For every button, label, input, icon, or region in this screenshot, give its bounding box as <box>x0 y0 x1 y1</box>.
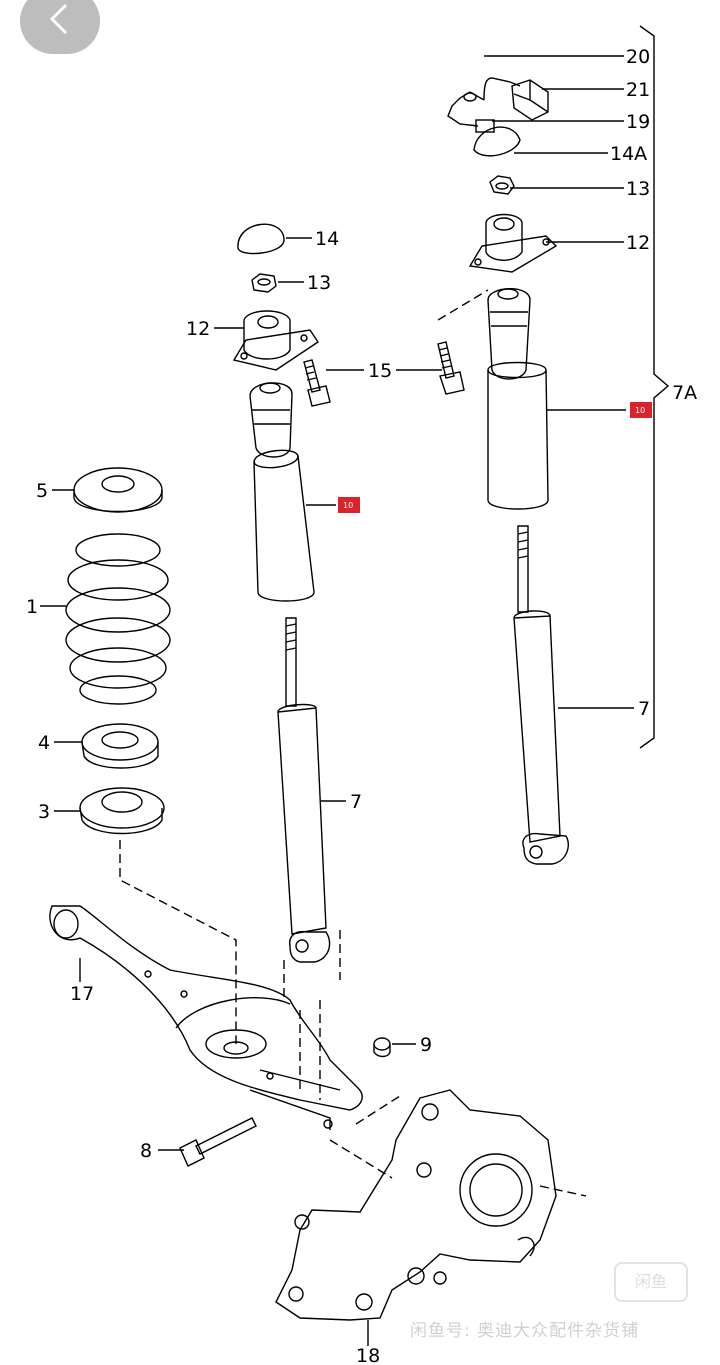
dust-boot-left <box>253 449 315 602</box>
nut-13-left <box>251 273 277 293</box>
shock-7-right <box>513 525 570 865</box>
shock-7-left <box>277 617 331 963</box>
callout-19: 19 <box>626 111 650 133</box>
callout-14: 14 <box>315 228 339 250</box>
cap-14 <box>237 223 285 255</box>
watermark-logo: 闲鱼 <box>614 1262 688 1302</box>
callout-5: 5 <box>36 480 48 502</box>
callout-7-right: 7 <box>638 698 650 720</box>
spring-seat-5 <box>73 467 163 513</box>
connector-21 <box>511 79 549 121</box>
callout-4: 4 <box>38 732 50 754</box>
bolt-15-right <box>437 341 465 395</box>
badge-10-right: 10 <box>630 402 652 418</box>
spring-pad-4 <box>81 723 159 769</box>
washer-9 <box>373 1037 391 1058</box>
mount-12-left <box>232 310 319 371</box>
callout-14A: 14A <box>610 143 647 165</box>
callout-12-right: 12 <box>626 232 650 254</box>
wheel-carrier-18 <box>275 1089 557 1321</box>
dust-boot-right <box>487 361 549 510</box>
callout-8: 8 <box>140 1140 152 1162</box>
trailing-arm-17 <box>49 905 363 1130</box>
nut-13-right <box>489 175 515 195</box>
badge-10-left: 10 <box>338 497 360 513</box>
coil-spring-1 <box>65 533 171 705</box>
chevron-left-icon <box>49 3 68 35</box>
bump-stop-left <box>249 382 293 458</box>
callout-12-left: 12 <box>186 318 210 340</box>
callout-13-right: 13 <box>626 178 650 200</box>
watermark-text: 闲鱼号: 奥迪大众配件杂货铺 <box>410 1321 640 1341</box>
bolt-8 <box>179 1117 257 1167</box>
group-bracket-7A <box>639 25 670 749</box>
callout-18: 18 <box>356 1345 380 1365</box>
callout-3: 3 <box>38 801 50 823</box>
callout-15: 15 <box>368 360 392 382</box>
back-button[interactable] <box>20 0 100 54</box>
callout-9: 9 <box>420 1034 432 1056</box>
sensor-19 <box>475 119 495 133</box>
callout-7-left: 7 <box>350 791 362 813</box>
callout-17: 17 <box>70 983 94 1005</box>
callout-21: 21 <box>626 79 650 101</box>
spring-pad-3 <box>79 787 165 835</box>
callout-13-left: 13 <box>307 272 331 294</box>
sensor-wire-20 <box>447 77 521 127</box>
callout-1: 1 <box>26 596 38 618</box>
callout-20: 20 <box>626 46 650 68</box>
svg-text:10: 10 <box>343 501 353 510</box>
callout-7A: 7A <box>672 382 697 404</box>
svg-text:10: 10 <box>635 406 645 415</box>
mount-12-right <box>468 213 558 273</box>
bolt-15-left <box>303 359 331 407</box>
cap-14A <box>473 126 521 157</box>
